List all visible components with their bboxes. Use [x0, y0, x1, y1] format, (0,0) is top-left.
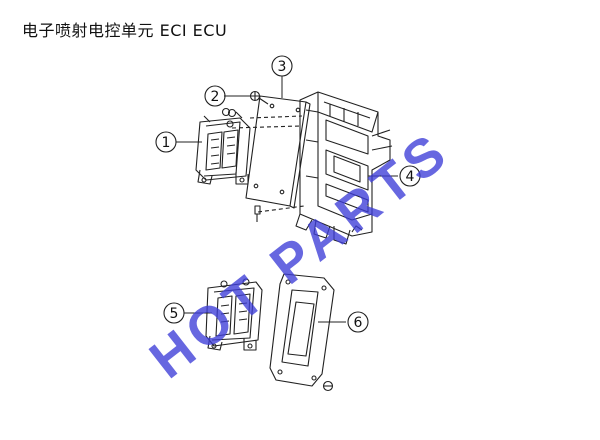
callout-5-circle [163, 302, 185, 324]
callout-2-label: 2 [211, 89, 220, 105]
page-title: 电子喷射电控单元 ECI ECU [22, 21, 228, 40]
callout-6-label: 6 [354, 315, 363, 331]
callout-5-label: 5 [170, 306, 179, 322]
upper-bolts [221, 107, 261, 222]
callout-3-label: 3 [278, 59, 287, 75]
leader-lines [176, 76, 398, 323]
part-5-ecu-lower [205, 278, 263, 351]
alignment-lines [231, 115, 305, 213]
callout-1-label: 1 [162, 135, 171, 151]
callout-4-label: 4 [406, 169, 415, 185]
callout-2-circle [204, 85, 226, 107]
part-6-frame-plate [269, 273, 335, 392]
callout-circles [155, 55, 421, 333]
callout-3-circle [271, 55, 293, 77]
callout-1-circle [155, 131, 177, 153]
part-1-ecu-upper [195, 111, 251, 185]
part-4-mounting-bracket [295, 91, 393, 245]
callout-4-circle [399, 165, 421, 187]
part-3-flat-plate [245, 95, 311, 209]
callout-6-circle [347, 311, 369, 333]
